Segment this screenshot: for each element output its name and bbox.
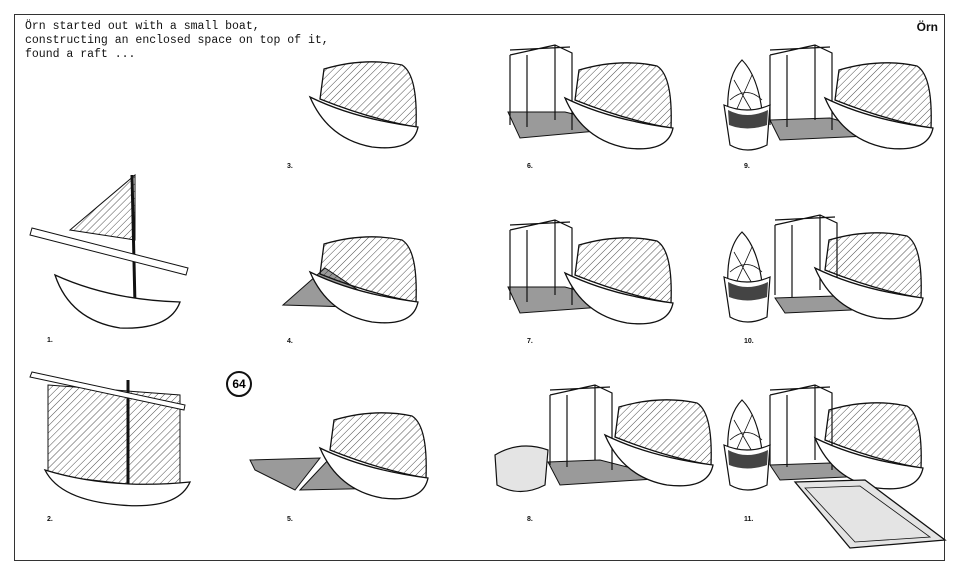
step-label: 7. — [527, 338, 533, 345]
sketch-step-9 — [723, 44, 934, 151]
step-label: 1. — [47, 337, 53, 344]
sketch-step-10 — [723, 214, 924, 323]
page-number-badge: 64 — [226, 371, 252, 397]
step-label: 11. — [744, 516, 754, 523]
sketch-step-5 — [249, 412, 429, 500]
step-label: 8. — [527, 516, 533, 523]
sketch-step-7 — [507, 219, 674, 325]
sketch-step-6 — [507, 44, 674, 150]
sketch-step-1 — [29, 173, 189, 329]
sketch-step-3 — [309, 61, 419, 149]
step-label: 9. — [744, 163, 750, 170]
intro-text: Örn started out with a small boat, const… — [25, 20, 329, 61]
sketch-step-2 — [29, 371, 192, 507]
sketch-step-4 — [281, 236, 419, 324]
step-label: 3. — [287, 163, 293, 170]
sketch-step-11 — [723, 384, 947, 549]
page-title: Örn — [916, 20, 938, 34]
step-label: 5. — [287, 516, 293, 523]
page-border — [14, 14, 945, 561]
step-label: 4. — [287, 338, 293, 345]
step-label: 6. — [527, 163, 533, 170]
page-number: 64 — [232, 377, 246, 391]
step-label: 10. — [744, 338, 754, 345]
step-label: 2. — [47, 516, 53, 523]
sketch-step-8 — [494, 384, 714, 493]
